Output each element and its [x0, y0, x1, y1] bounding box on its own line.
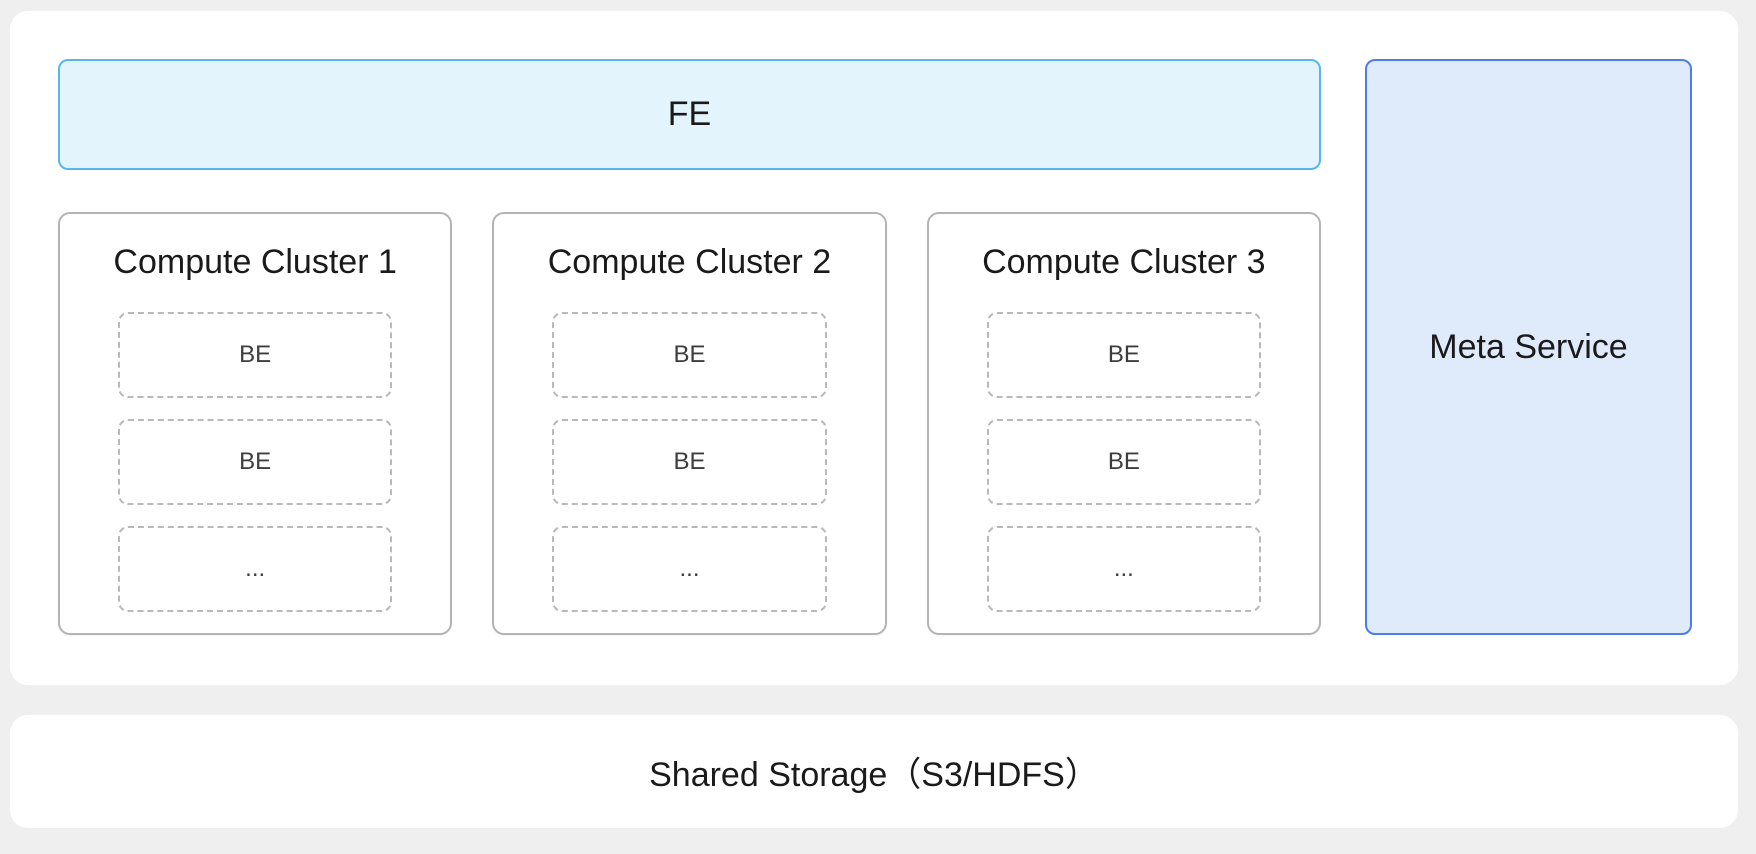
compute-cluster-3: Compute Cluster 3 BE BE ... — [926, 212, 1321, 635]
fe-node: FE — [58, 59, 1321, 170]
be-node: BE — [118, 419, 393, 505]
ellipsis-label: ... — [245, 555, 266, 582]
be-node: BE — [552, 419, 827, 505]
be-node: BE — [986, 312, 1261, 398]
be-label: BE — [239, 341, 272, 368]
ellipsis-label: ... — [1113, 555, 1134, 582]
meta-service-label: Meta Service — [1429, 327, 1628, 366]
cluster-title: Compute Cluster 3 — [982, 243, 1266, 281]
compute-cluster-2: Compute Cluster 2 BE BE ... — [492, 212, 887, 635]
be-node: BE — [986, 419, 1261, 505]
more-nodes-placeholder: ... — [118, 526, 393, 612]
be-label: BE — [1107, 448, 1140, 475]
architecture-panel: FE Compute Cluster 1 BE BE ... Compute C… — [10, 11, 1738, 685]
cluster-title: Compute Cluster 2 — [547, 243, 832, 281]
be-label: BE — [673, 448, 706, 475]
be-label: BE — [673, 341, 706, 368]
compute-cluster-1: Compute Cluster 1 BE BE ... — [58, 212, 453, 635]
shared-storage-label: Shared Storage（S3/HDFS） — [649, 756, 1099, 794]
be-node: BE — [118, 312, 393, 398]
meta-service-node: Meta Service — [1365, 59, 1692, 635]
shared-storage-node: Shared Storage（S3/HDFS） — [10, 715, 1738, 828]
ellipsis-label: ... — [679, 555, 700, 582]
be-label: BE — [1107, 341, 1140, 368]
fe-label: FE — [667, 95, 712, 133]
node-stack: BE BE ... — [986, 312, 1261, 612]
cluster-title: Compute Cluster 1 — [113, 243, 397, 281]
node-stack: BE BE ... — [118, 312, 393, 612]
be-node: BE — [552, 312, 827, 398]
clusters-row: Compute Cluster 1 BE BE ... Compute Clus… — [58, 212, 1321, 635]
be-label: BE — [239, 448, 272, 475]
node-stack: BE BE ... — [552, 312, 827, 612]
more-nodes-placeholder: ... — [986, 526, 1261, 612]
more-nodes-placeholder: ... — [552, 526, 827, 612]
compute-layer-column: FE Compute Cluster 1 BE BE ... Compute C… — [58, 59, 1321, 635]
